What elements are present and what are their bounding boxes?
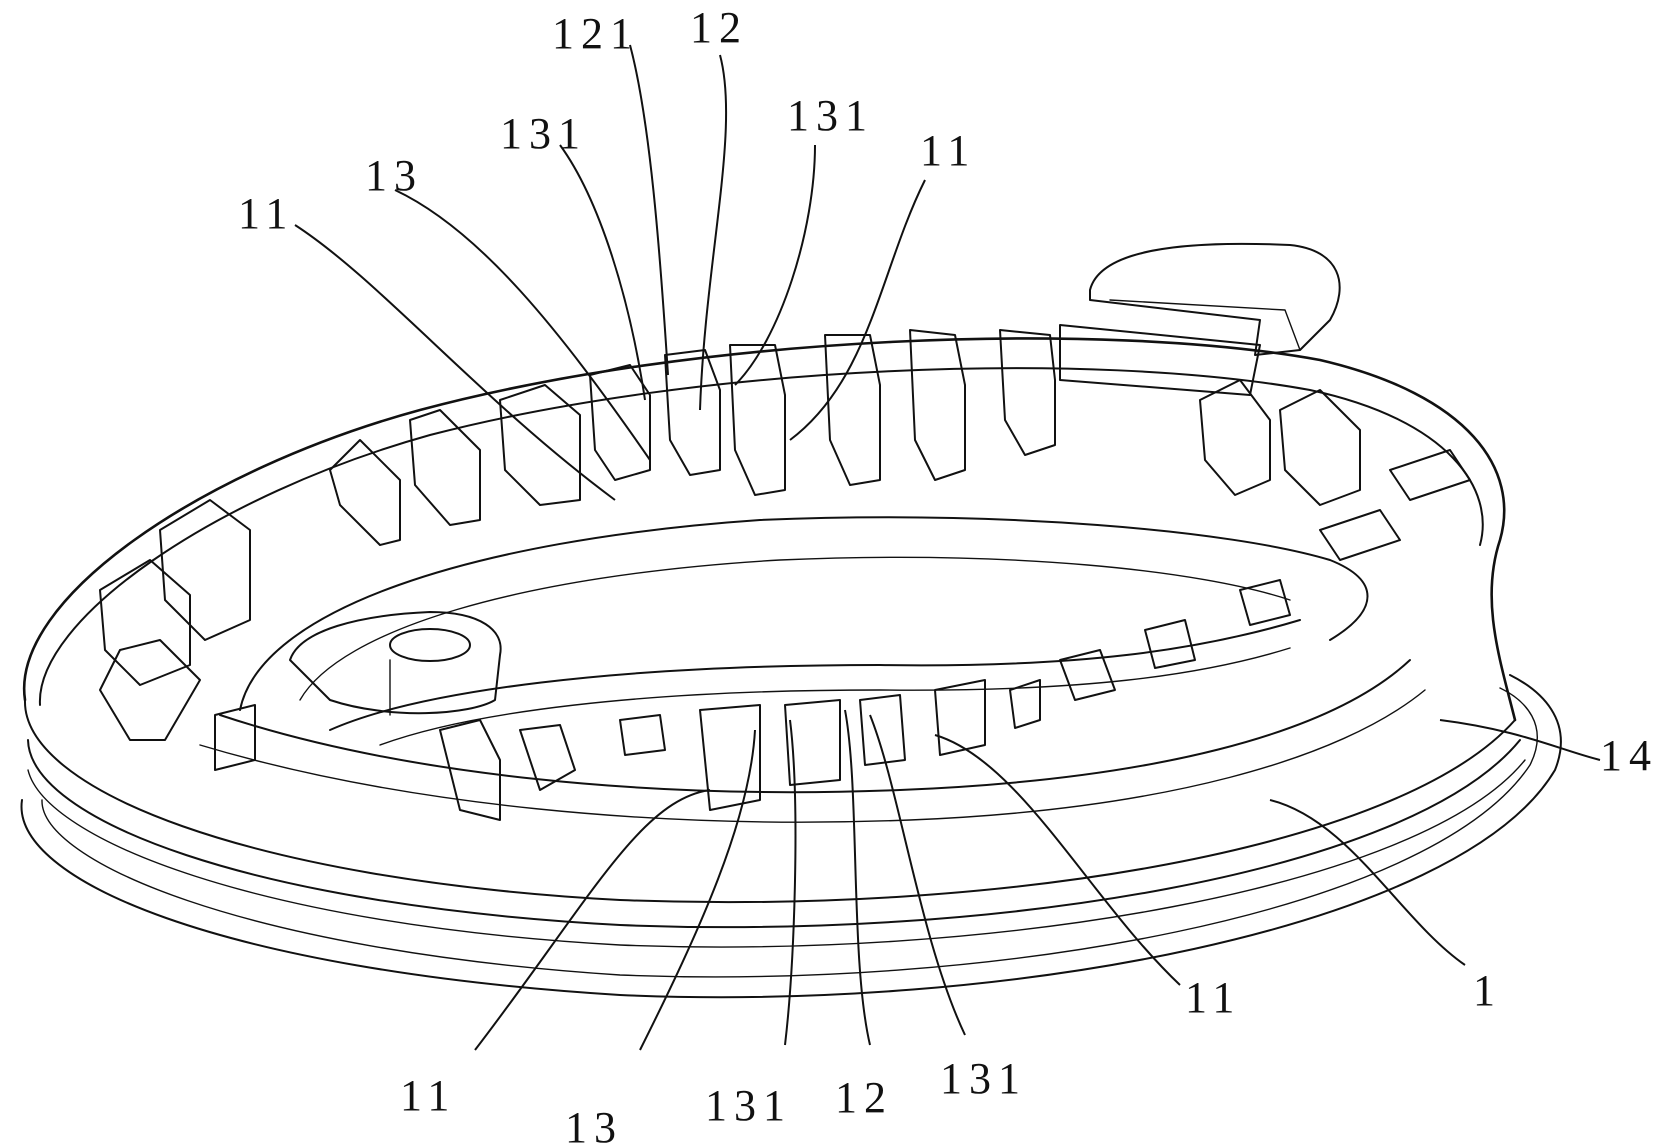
- reference-label-12-top: 12: [690, 3, 748, 52]
- reference-label-131-top-left: 131: [500, 109, 587, 158]
- lock-tab: [1089, 242, 1341, 356]
- pivot-boss: [289, 611, 502, 716]
- reference-label-131-bottom-right: 131: [940, 1054, 1027, 1103]
- reference-label-131-bottom-left: 131: [705, 1081, 792, 1130]
- reference-label-11-top-left: 11: [238, 189, 294, 238]
- reference-label-11-bottom-left: 11: [400, 1071, 456, 1120]
- reference-label-11-bottom-right: 11: [1185, 973, 1241, 1022]
- reference-label-1-right: 1: [1473, 966, 1502, 1015]
- leader-lines: [294, 44, 1601, 1051]
- reference-label-131-top-right: 131: [787, 91, 874, 140]
- ring-body: [20, 337, 1562, 999]
- reference-label-12-bottom: 12: [835, 1073, 893, 1122]
- reference-label-14-right: 14: [1600, 731, 1658, 780]
- reference-label-11-top-right: 11: [920, 126, 976, 175]
- locking-lugs-back: [99, 324, 1361, 686]
- reference-label-121-top: 121: [552, 9, 639, 58]
- reference-label-13-bottom: 13: [565, 1103, 623, 1143]
- locking-lugs-front: [99, 449, 1471, 821]
- reference-label-13-top: 13: [365, 151, 423, 200]
